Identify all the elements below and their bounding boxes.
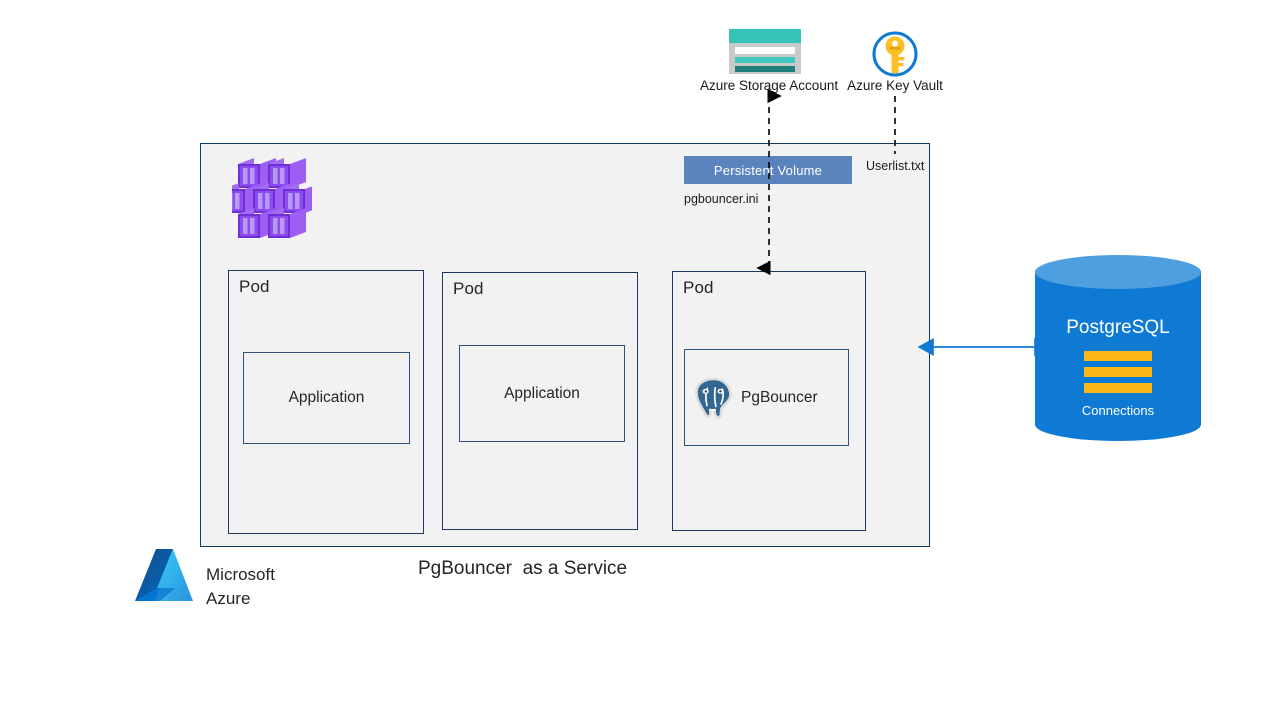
azure-key-vault-label: Azure Key Vault xyxy=(847,78,943,93)
pod-2-label: Pod xyxy=(453,279,484,298)
pgbouncer-box: PgBouncer xyxy=(684,349,849,446)
azure-storage-account-label: Azure Storage Account xyxy=(700,78,839,93)
pod-3-label: Pod xyxy=(683,278,714,297)
application-box-2: Application xyxy=(459,345,625,442)
persistent-volume-box: Persistent Volume xyxy=(684,156,852,184)
pgbouncer-label: PgBouncer xyxy=(741,388,818,406)
database-title: PostgreSQL xyxy=(1066,317,1170,338)
application-2-label: Application xyxy=(504,384,580,402)
cylinder-top xyxy=(1035,255,1201,289)
persistent-volume-label: Persistent Volume xyxy=(713,162,823,178)
connections-label: Connections xyxy=(1081,403,1155,418)
brand-line-1: Microsoft xyxy=(206,565,275,584)
azure-brand-text: Microsoft Azure xyxy=(206,563,275,611)
application-1-label: Application xyxy=(288,389,365,406)
brand-line-2: Azure xyxy=(206,589,251,608)
userlist-txt-label: Userlist.txt xyxy=(866,159,925,173)
postgresql-database-cylinder: PostgreSQL Connections xyxy=(1035,255,1201,441)
kubernetes-cluster-icon xyxy=(223,156,321,240)
application-box-1: Application xyxy=(243,352,410,444)
connections-bars-icon xyxy=(1084,351,1152,399)
cylinder-body xyxy=(1035,271,1201,425)
diagram-caption: PgBouncer as a Service xyxy=(418,558,628,579)
azure-key-vault-icon xyxy=(871,30,919,78)
azure-storage-account-icon xyxy=(729,29,801,74)
postgresql-elephant-icon xyxy=(693,376,735,420)
azure-logo-icon xyxy=(133,547,195,607)
pgbouncer-ini-label: pgbouncer.ini xyxy=(684,192,759,206)
pod-1-label: Pod xyxy=(239,277,270,296)
